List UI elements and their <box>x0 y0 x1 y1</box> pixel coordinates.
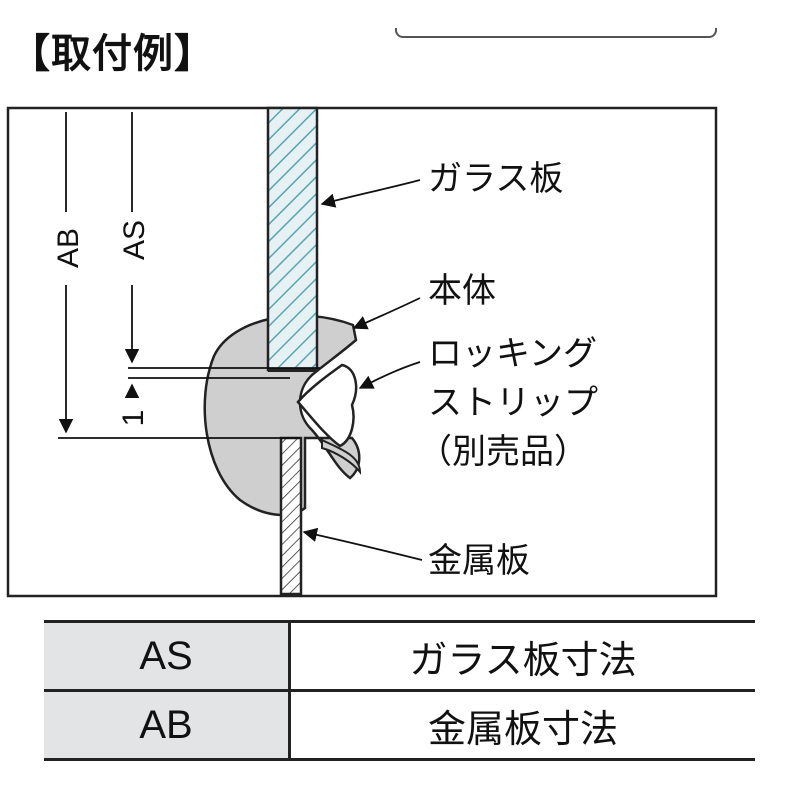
leader-locking-strip <box>358 361 421 389</box>
table-cell-code: AB <box>44 690 291 761</box>
page-title: 【取付例】 <box>10 31 215 77</box>
table-cell-code: AS <box>44 620 291 692</box>
spec-table: AS ガラス板寸法 AB 金属板寸法 <box>44 620 755 761</box>
leader-body <box>352 297 421 330</box>
label-locking-strip-1: ロッキング <box>428 334 597 374</box>
label-metal-plate: 金属板 <box>428 541 530 581</box>
locking-strip <box>296 363 358 448</box>
dimension-as-label: AS <box>118 220 151 260</box>
label-glass-plate: ガラス板 <box>428 159 563 199</box>
diagram-frame <box>6 106 718 598</box>
metal-plate <box>279 436 303 596</box>
table-cell-desc: 金属板寸法 <box>289 690 755 761</box>
label-locking-strip-3: （別売品） <box>418 432 588 472</box>
glass-plate <box>266 106 319 372</box>
gasket-body <box>203 314 361 517</box>
locking-strip-lower-lip <box>321 438 362 475</box>
leader-metal-plate <box>302 527 423 561</box>
dimension-ab-label: AB <box>52 228 85 268</box>
table-row: AB 金属板寸法 <box>44 690 755 761</box>
label-locking-strip-2: ストリップ <box>428 383 598 423</box>
table-cell-desc: ガラス板寸法 <box>289 620 755 692</box>
dimension-one-label: 1 <box>117 410 150 427</box>
leader-glass-plate <box>320 179 421 208</box>
top-frame-fragment <box>395 28 717 38</box>
label-body: 本体 <box>428 271 496 311</box>
table-row: AS ガラス板寸法 <box>44 620 755 692</box>
